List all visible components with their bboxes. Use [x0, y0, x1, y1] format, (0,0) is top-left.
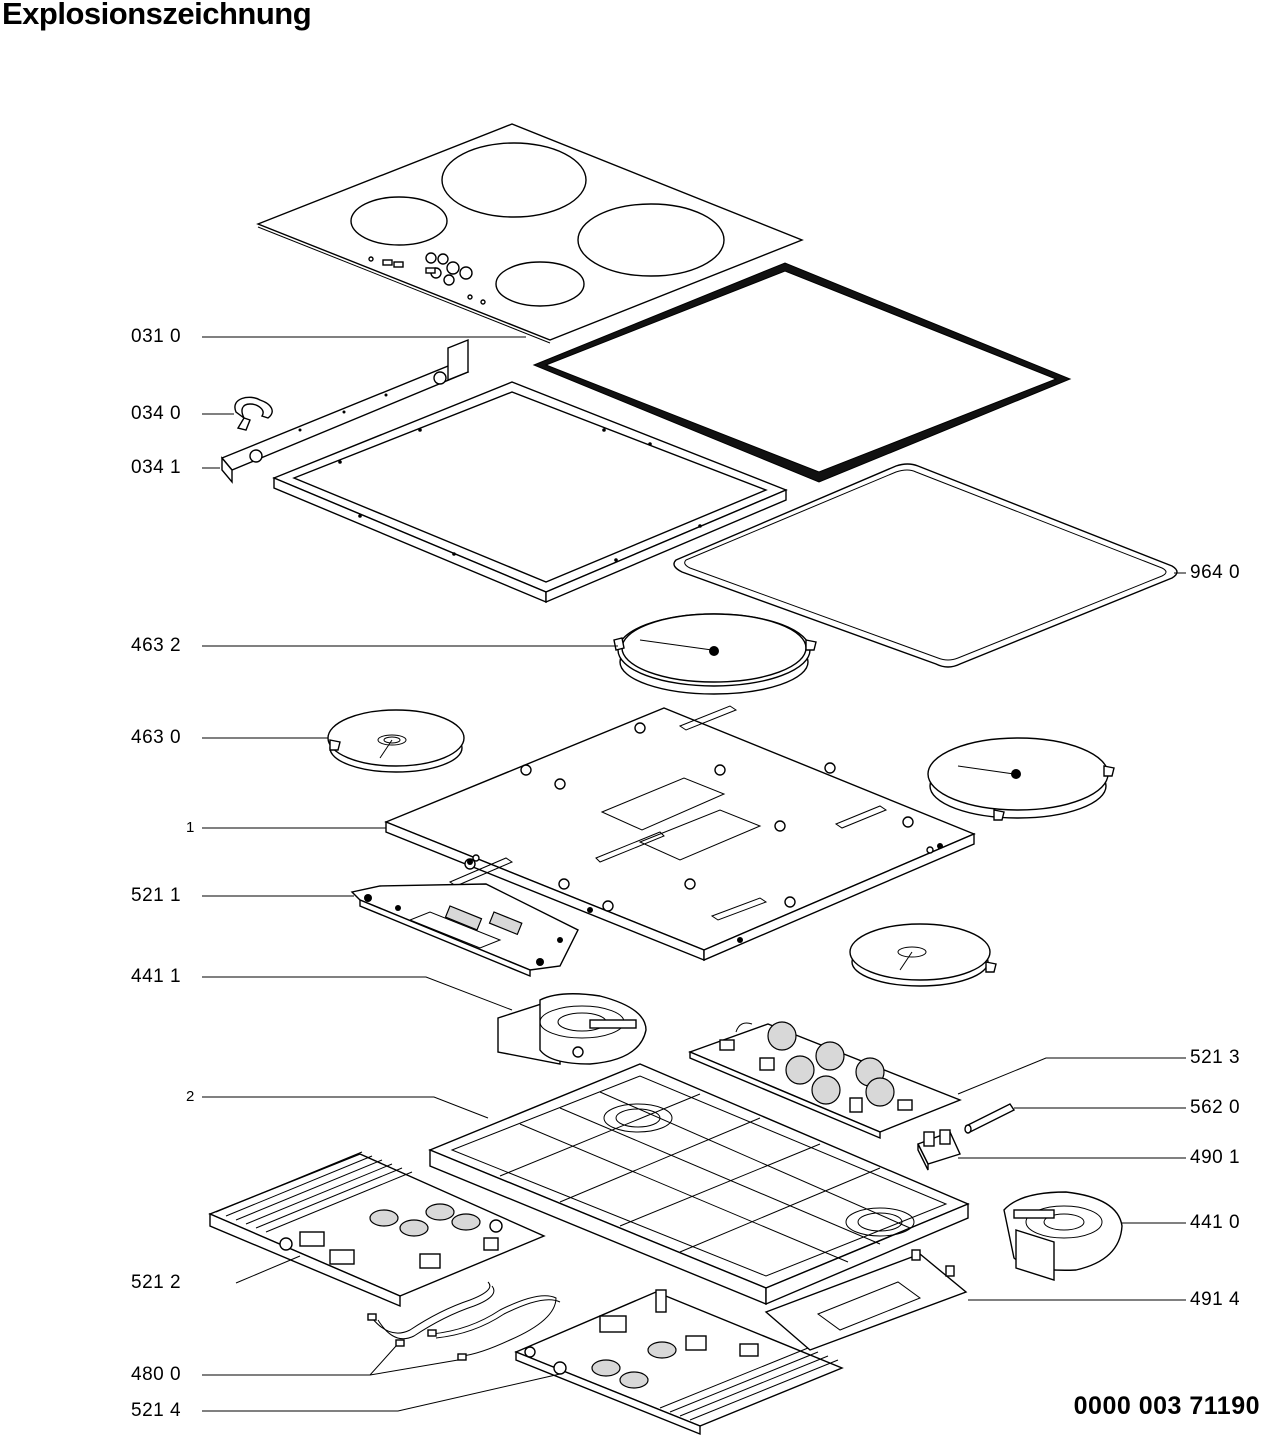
power-board-left — [208, 1151, 546, 1308]
power-board-bottom — [514, 1289, 844, 1436]
induction-coil-lower — [849, 923, 997, 987]
leader-lines — [202, 336, 1186, 1412]
metal-frame — [272, 381, 788, 604]
glass-ceramic-top — [256, 123, 804, 344]
power-board-right — [688, 1021, 962, 1140]
part-label-0310: 031 0 — [131, 326, 182, 347]
part-label-4410: 441 0 — [1190, 1212, 1241, 1233]
part-label-0341: 034 1 — [131, 457, 182, 478]
part-label-4901: 490 1 — [1190, 1147, 1241, 1168]
terminal-block — [917, 1129, 961, 1171]
leader-5213 — [957, 1057, 1186, 1095]
part-label-9640: 964 0 — [1190, 562, 1241, 583]
leader-5214 — [202, 1373, 561, 1412]
cable-set — [367, 1281, 561, 1361]
part-label-0340: 034 0 — [131, 403, 182, 424]
part-label-1: 1 — [186, 819, 195, 836]
page-title: Explosionszeichnung — [2, 0, 312, 31]
part-label-5214: 521 4 — [131, 1400, 182, 1421]
housing-tray — [428, 1063, 970, 1306]
part-label-5211: 521 1 — [131, 885, 182, 906]
fuse — [964, 1103, 1016, 1134]
part-label-5620: 562 0 — [1190, 1097, 1241, 1118]
leader-4800b — [369, 1359, 459, 1376]
part-label-4630: 463 0 — [131, 727, 182, 748]
fan-left — [497, 993, 647, 1065]
clip — [234, 396, 273, 431]
seal-gasket — [673, 463, 1178, 668]
control-board — [350, 883, 579, 978]
side-rail — [220, 338, 470, 484]
induction-coil-right — [927, 737, 1115, 821]
fan-right — [1003, 1191, 1123, 1281]
part-label-4411: 441 1 — [131, 966, 182, 987]
leader-5212 — [235, 1255, 301, 1284]
part-label-5213: 521 3 — [1190, 1047, 1241, 1068]
document-number: 0000 003 71190 — [1073, 1392, 1260, 1420]
induction-coil-large — [613, 613, 817, 695]
leader-2 — [202, 1096, 489, 1119]
part-label-4800: 480 0 — [131, 1364, 182, 1385]
part-label-4914: 491 4 — [1190, 1289, 1241, 1310]
frame-panel — [532, 262, 1072, 483]
leader-4411 — [202, 976, 513, 1011]
leader-4800 — [202, 1345, 397, 1376]
part-label-2: 2 — [186, 1088, 195, 1105]
part-label-4632: 463 2 — [131, 635, 182, 656]
part-label-5212: 521 2 — [131, 1272, 182, 1293]
cover-plate — [764, 1249, 968, 1351]
support-plate — [384, 705, 976, 962]
induction-coil-small-left — [327, 709, 465, 773]
